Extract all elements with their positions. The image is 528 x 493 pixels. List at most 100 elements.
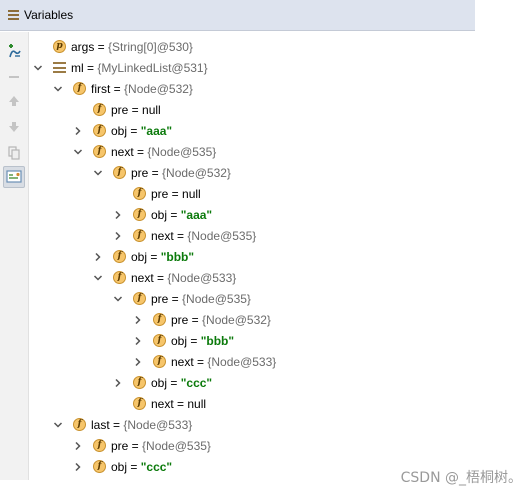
field-icon: f	[93, 439, 106, 452]
field-icon: f	[93, 460, 106, 473]
chevron-down-icon[interactable]	[73, 147, 83, 157]
chevron-right-icon[interactable]	[113, 231, 123, 241]
copy-icon[interactable]	[3, 142, 25, 164]
chevron-right-icon[interactable]	[73, 462, 83, 472]
field-icon: f	[113, 166, 126, 179]
field-icon: f	[73, 82, 86, 95]
chevron-down-icon[interactable]	[113, 294, 123, 304]
variable-value: "ccc"	[180, 375, 213, 390]
variable-value: {String[0]@530}	[108, 39, 193, 54]
down-arrow-icon[interactable]	[3, 116, 25, 138]
field-icon: f	[153, 313, 166, 326]
variable-name: last	[91, 417, 110, 432]
equals-sign: =	[94, 39, 109, 54]
variable-value: {Node@533}	[167, 270, 237, 285]
equals-sign: =	[153, 270, 168, 285]
equals-sign: =	[168, 186, 183, 201]
variable-name: obj	[131, 249, 148, 264]
tree-row[interactable]: ml = {MyLinkedList@531}	[33, 57, 208, 78]
variable-value: {Node@535}	[147, 144, 217, 159]
variable-name: pre	[171, 312, 189, 327]
variable-value: {Node@535}	[142, 438, 211, 453]
remove-watch-icon[interactable]	[3, 66, 25, 88]
add-watch-icon[interactable]	[3, 40, 25, 62]
variables-panel: Variables	[0, 0, 475, 480]
variable-name: obj	[111, 123, 128, 138]
variable-name: next	[171, 354, 194, 369]
variable-name: pre	[151, 291, 169, 306]
chevron-right-icon[interactable]	[133, 357, 143, 367]
equals-sign: =	[148, 165, 163, 180]
variable-name: obj	[151, 207, 168, 222]
variable-value: "aaa"	[180, 207, 213, 222]
chevron-down-icon[interactable]	[93, 168, 103, 178]
chevron-right-icon[interactable]	[93, 252, 103, 262]
equals-sign: =	[147, 249, 161, 264]
chevron-right-icon[interactable]	[73, 126, 83, 136]
variable-value: "bbb"	[160, 249, 195, 264]
variable-value: {Node@533}	[207, 354, 277, 369]
variable-name: ml	[71, 60, 84, 75]
field-icon: f	[133, 229, 146, 242]
field-icon: f	[153, 355, 166, 368]
variable-value: {Node@533}	[123, 417, 193, 432]
view-as-icon[interactable]	[3, 166, 25, 188]
variable-name: obj	[111, 459, 128, 474]
panel-header: Variables	[0, 0, 475, 31]
chevron-right-icon[interactable]	[113, 210, 123, 220]
equals-sign: =	[167, 375, 181, 390]
chevron-down-icon[interactable]	[93, 273, 103, 283]
variable-value: {MyLinkedList@531}	[97, 60, 208, 75]
equals-sign: =	[127, 123, 141, 138]
field-icon: f	[113, 250, 126, 263]
panel-title: Variables	[24, 8, 74, 22]
field-icon: f	[133, 397, 146, 410]
chevron-down-icon[interactable]	[53, 84, 63, 94]
equals-sign: =	[128, 438, 143, 453]
variable-name: args	[71, 39, 95, 54]
variable-name: pre	[111, 102, 129, 117]
equals-sign: =	[168, 291, 183, 306]
chevron-right-icon[interactable]	[133, 315, 143, 325]
up-arrow-icon[interactable]	[3, 90, 25, 112]
chevron-right-icon[interactable]	[133, 336, 143, 346]
no-toggle-spacer	[113, 189, 123, 199]
no-toggle-spacer	[113, 399, 123, 409]
field-icon: f	[133, 208, 146, 221]
equals-sign: =	[167, 207, 181, 222]
watermark: CSDN @_梧桐树。	[400, 470, 522, 486]
variable-name: next	[151, 228, 174, 243]
chevron-down-icon[interactable]	[33, 63, 43, 73]
equals-sign: =	[128, 102, 143, 117]
variable-value: {Node@535}	[187, 228, 257, 243]
field-icon: f	[133, 292, 146, 305]
chevron-down-icon[interactable]	[53, 420, 63, 430]
equals-sign: =	[173, 396, 188, 411]
chevron-right-icon[interactable]	[73, 441, 83, 451]
chevron-right-icon[interactable]	[113, 378, 123, 388]
field-icon: f	[133, 187, 146, 200]
variable-value: {Node@532}	[202, 312, 271, 327]
no-toggle-spacer	[73, 105, 83, 115]
